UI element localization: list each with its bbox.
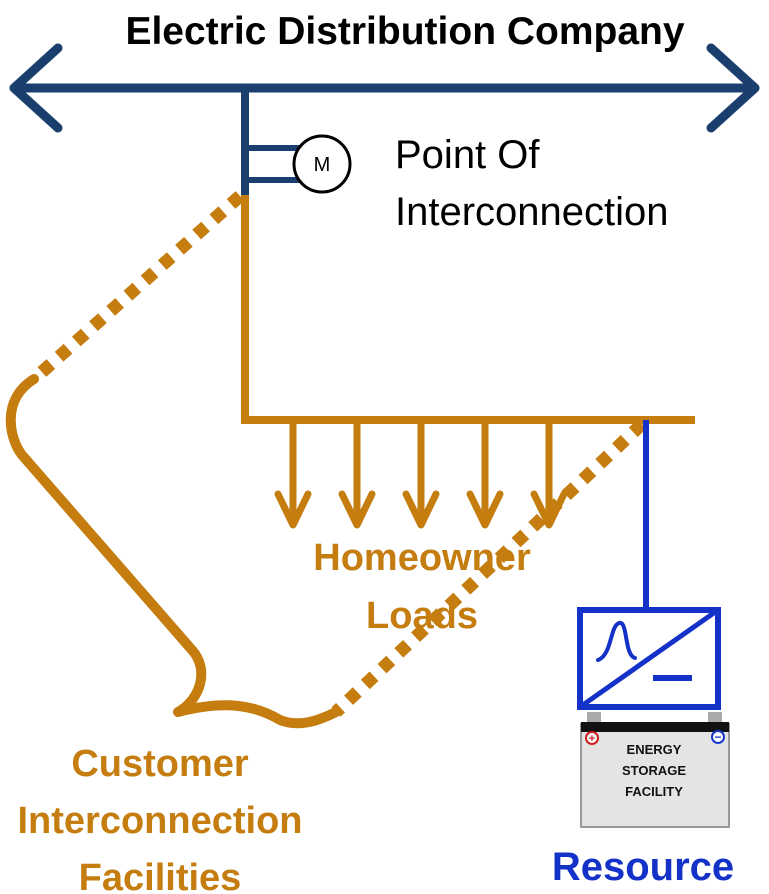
battery-icon: + − ENERGY STORAGE FACILITY bbox=[580, 712, 730, 828]
battery-label-line3: FACILITY bbox=[625, 784, 683, 799]
poi-label-line2: Interconnection bbox=[395, 190, 669, 234]
distribution-line bbox=[9, 43, 760, 195]
load-arrow-3 bbox=[402, 420, 440, 529]
load-arrow-2 bbox=[338, 420, 376, 529]
interconnection-boundary bbox=[29, 191, 647, 717]
homeowner-label-line2: Loads bbox=[366, 595, 478, 637]
meter-label: M bbox=[314, 154, 331, 176]
meter-icon: M bbox=[292, 134, 352, 194]
load-arrow-4 bbox=[466, 420, 504, 529]
inverter-icon bbox=[577, 607, 721, 710]
homeowner-load-arrows bbox=[274, 420, 568, 529]
load-arrow-1 bbox=[274, 420, 312, 529]
battery-label-line2: STORAGE bbox=[622, 763, 686, 778]
battery-minus: − bbox=[714, 730, 721, 744]
customer-label-line1: Customer bbox=[71, 743, 249, 785]
title: Electric Distribution Company bbox=[125, 10, 684, 53]
customer-label-line3: Facilities bbox=[79, 857, 242, 894]
customer-wiring bbox=[241, 195, 695, 424]
battery-label-line1: ENERGY bbox=[627, 742, 682, 757]
homeowner-label-line1: Homeowner bbox=[313, 537, 531, 579]
customer-label-line2: Interconnection bbox=[17, 800, 302, 842]
customer-facilities-brace bbox=[5, 374, 341, 729]
battery-plus: + bbox=[589, 733, 595, 745]
resource-label: Resource bbox=[552, 845, 734, 889]
poi-label-line1: Point Of bbox=[395, 133, 540, 177]
